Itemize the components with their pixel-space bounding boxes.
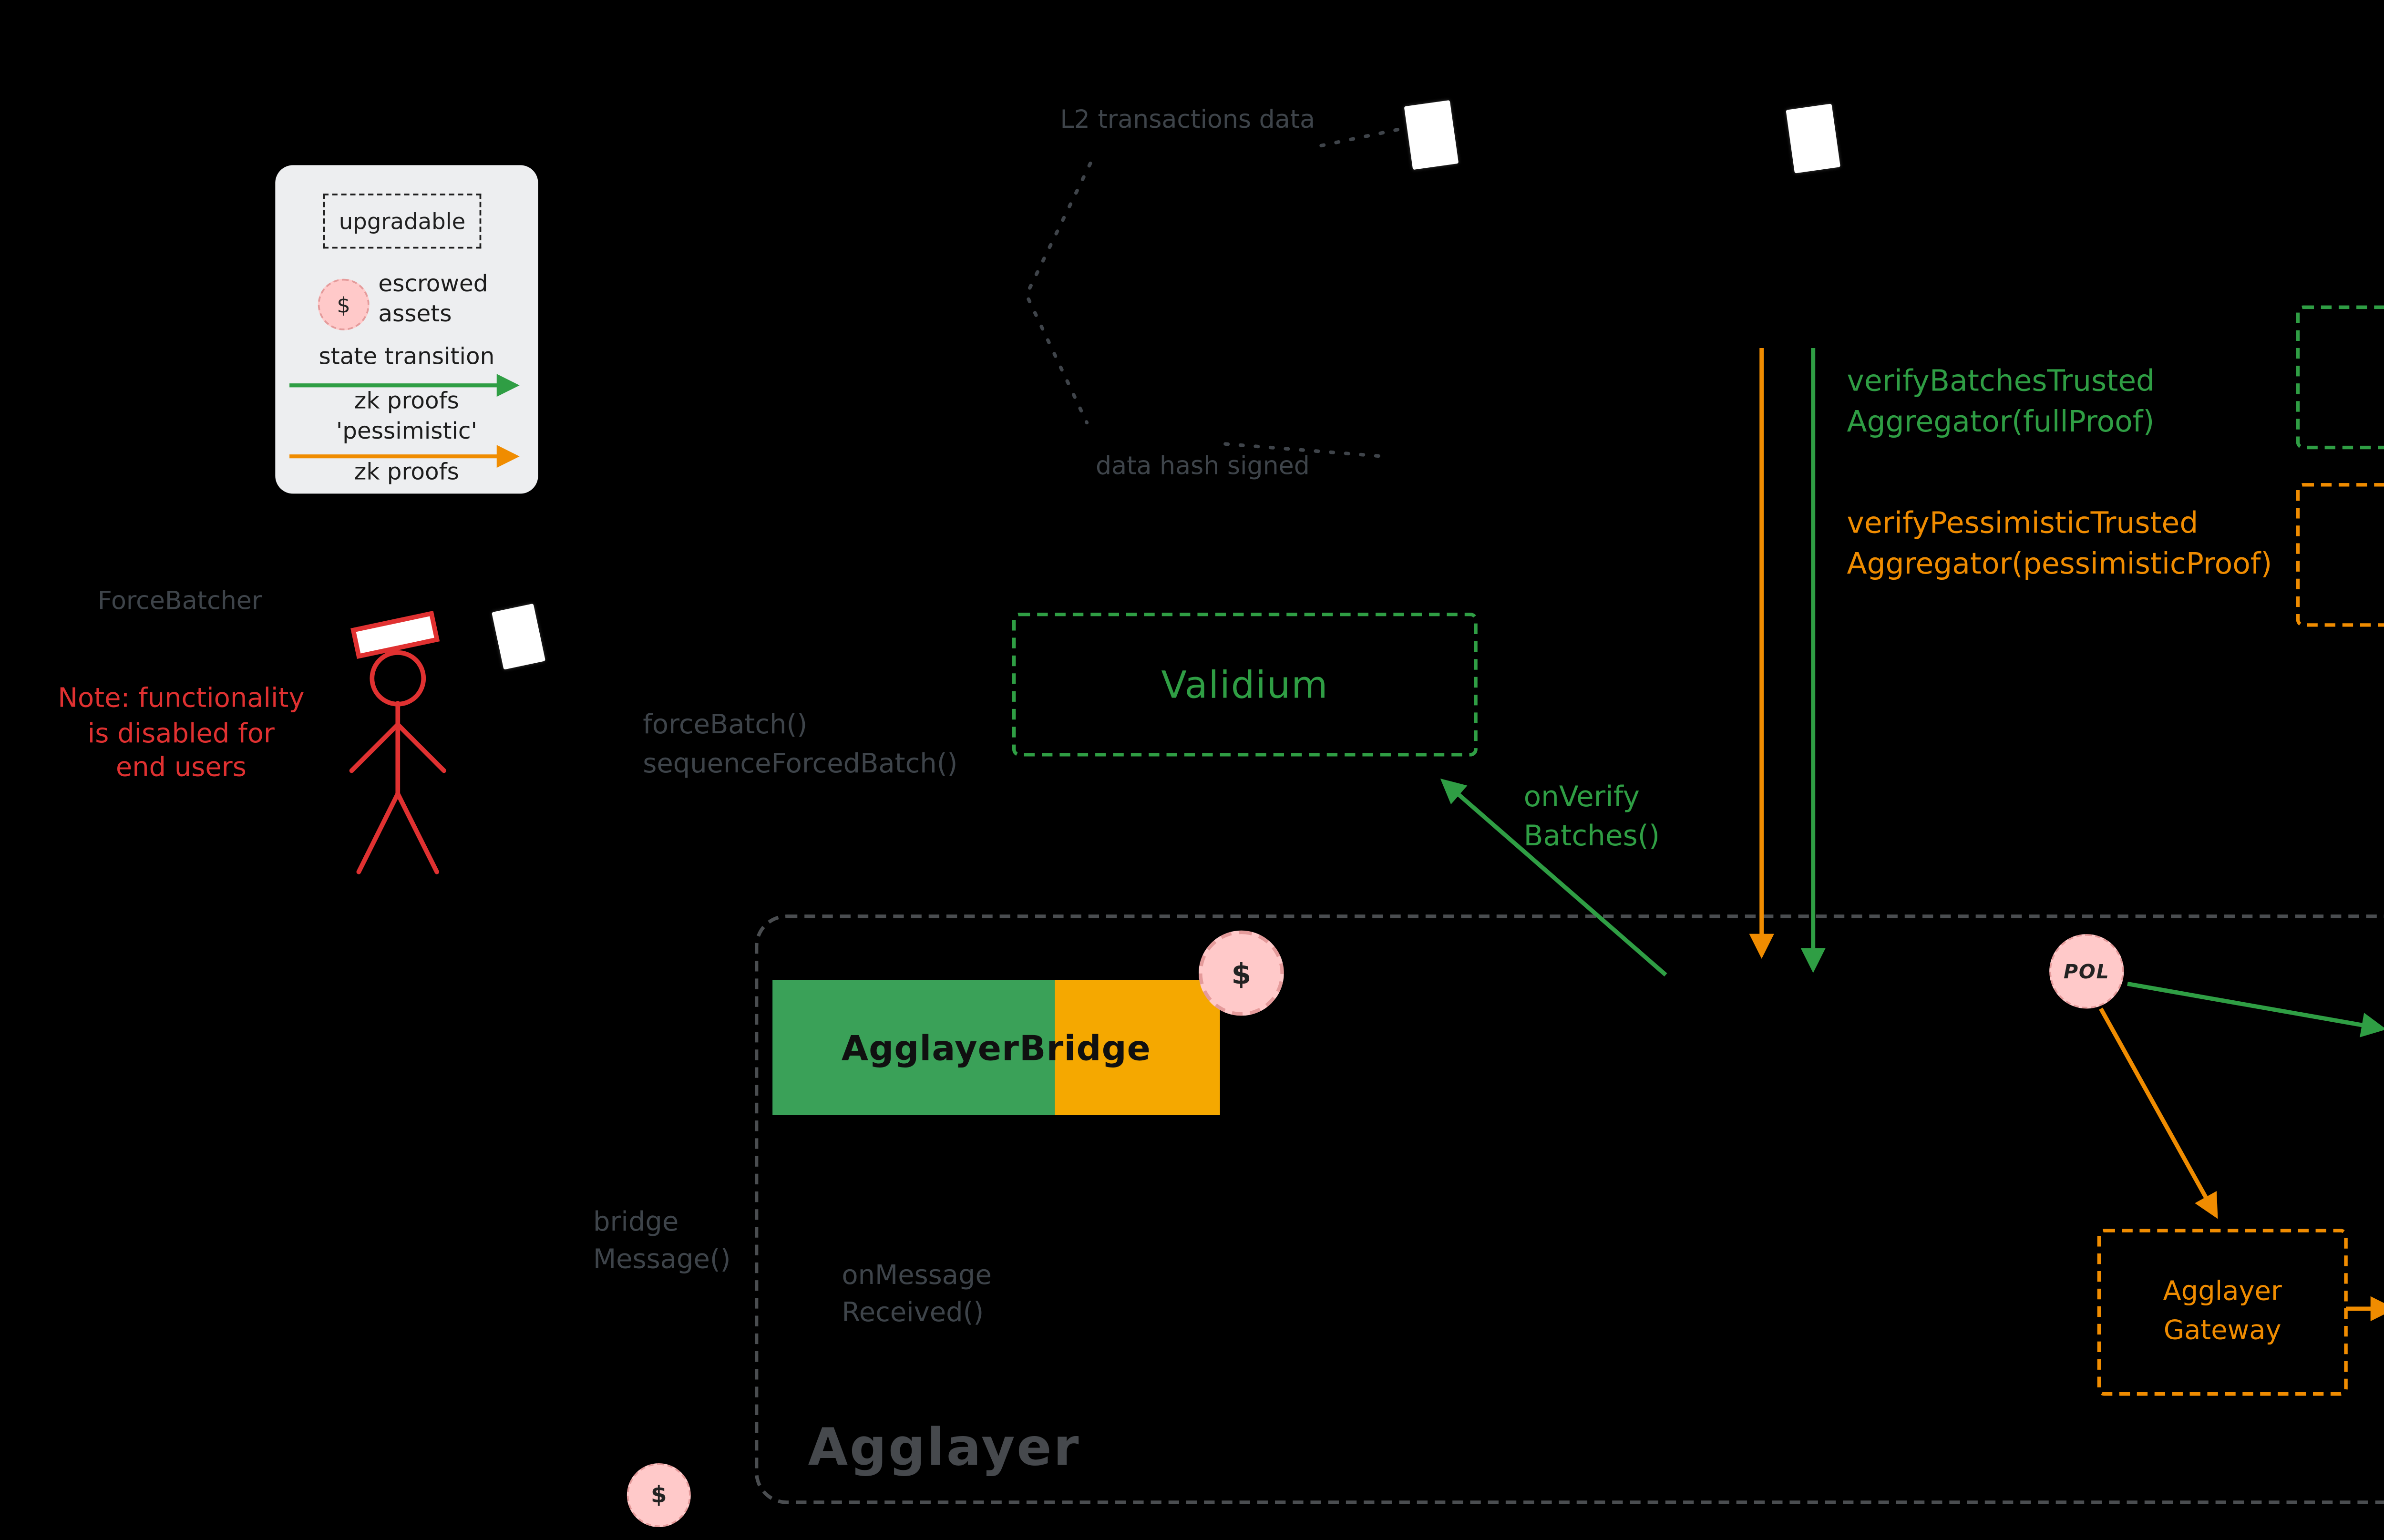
dollar-symbol: $: [337, 292, 350, 317]
state-transition-label: state transition: [319, 344, 495, 371]
legend-upgradable-box: upgradable: [323, 193, 482, 249]
on-message-received-label: onMessage Received(): [842, 1259, 992, 1328]
legend-card: upgradable $ escrowed assets state trans…: [275, 165, 538, 494]
agglayer-gateway-label: Agglayer Gateway: [2163, 1275, 2282, 1346]
escrow-legend-label: escrowed assets: [378, 271, 488, 329]
figure-leg-right: [395, 791, 440, 874]
verify-batches-call-label: verifyBatchesTrusted Aggregator(fullProo…: [1847, 364, 2155, 439]
bridge-orange-half: [1054, 980, 1220, 1115]
bridge-green-half: [772, 980, 1055, 1115]
agglayer-gateway-node: Agglayer Gateway: [2097, 1229, 2348, 1396]
figure-arm-right: [395, 722, 446, 773]
agglayer-container-label: Agglayer: [808, 1417, 1081, 1478]
document-icon: [1786, 103, 1840, 174]
dollar-symbol: $: [1231, 956, 1252, 990]
figure-arm-left: [349, 722, 401, 773]
bridge-message-label: bridge Message(): [593, 1205, 731, 1275]
state-transition-sublabel: zk proofs: [354, 389, 459, 416]
upgradable-label: upgradable: [339, 207, 466, 235]
chain-b-node: chainB ("sovereign" chain): [2296, 483, 2384, 627]
force-batcher-label: ForceBatcher: [97, 587, 262, 616]
pol-label: POL: [2063, 960, 2110, 983]
document-icon: [492, 603, 546, 670]
l2-transactions-label: L2 transactions data: [1060, 106, 1315, 135]
force-batcher-figure: [349, 611, 446, 874]
figure-head: [370, 650, 426, 707]
force-batcher-note: Note: functionality is disabled for end …: [58, 682, 305, 783]
bottom-escrow-icon: $: [627, 1463, 691, 1528]
escrowed-assets-icon: $: [318, 278, 370, 330]
pessimistic-sublabel: zk proofs: [354, 460, 459, 487]
data-hash-signed-label: data hash signed: [1096, 452, 1310, 482]
validium-node: Validium: [1012, 612, 1478, 757]
on-verify-batches-label: onVerify Batches(): [1523, 780, 1660, 852]
bridge-escrow-icon: $: [1199, 930, 1284, 1016]
dotted-flow-line: [1319, 128, 1399, 148]
pessimistic-label: 'pessimistic': [336, 419, 477, 446]
agglayer-bridge-label: AgglayerBridge: [841, 1027, 1151, 1068]
force-batch-calls-label: forceBatch() sequenceForcedBatch(): [643, 708, 958, 780]
figure-leg-left: [356, 791, 401, 874]
agglayer-bridge-node: AgglayerBridge: [772, 980, 1220, 1115]
pol-token-icon: POL: [2049, 934, 2124, 1009]
chain-a-node: chainA (zk Validium): [2296, 305, 2384, 450]
validium-label: Validium: [1161, 663, 1329, 706]
figure-hat-icon: [350, 611, 440, 659]
dotted-flow-line: [1024, 161, 1092, 425]
dollar-symbol: $: [650, 1482, 667, 1509]
document-icon: [1404, 100, 1459, 170]
verify-pessimistic-call-label: verifyPessimisticTrusted Aggregator(pess…: [1847, 506, 2272, 581]
